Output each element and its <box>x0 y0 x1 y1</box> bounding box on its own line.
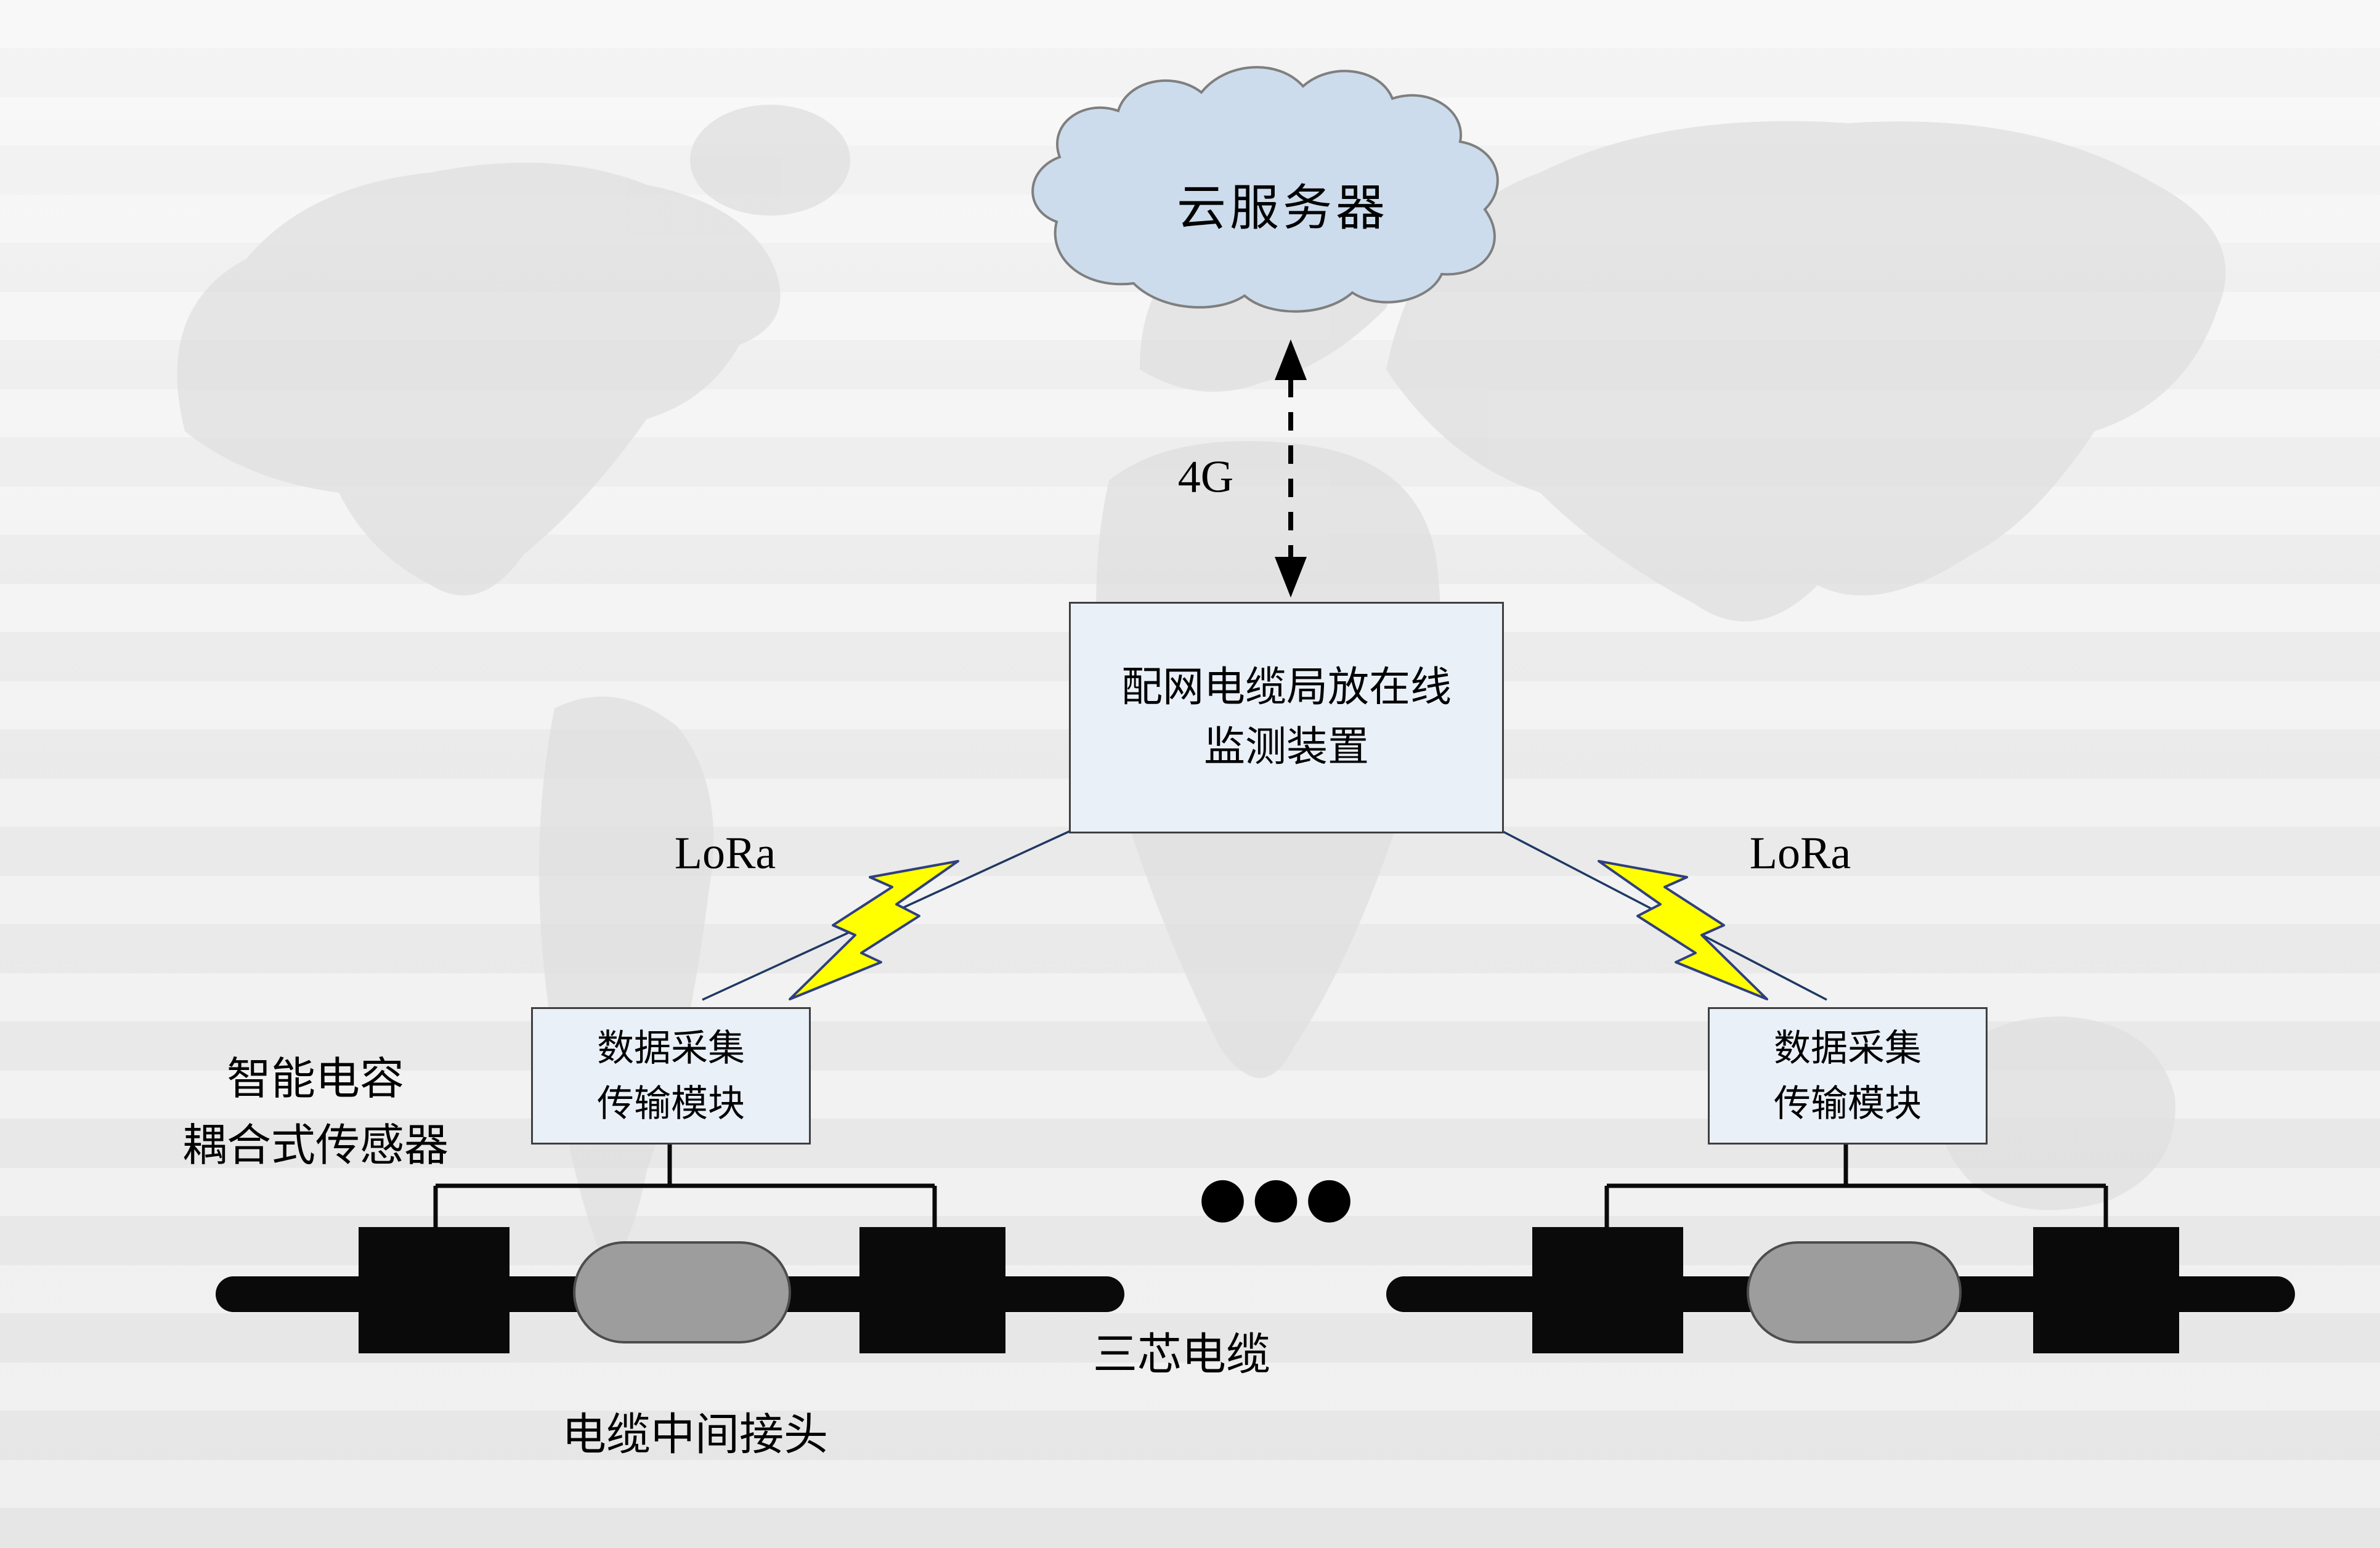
lora-label-right: LoRa <box>1749 828 1851 879</box>
map-north-america <box>177 163 781 596</box>
cable-joint-right <box>1747 1241 1962 1343</box>
arrow-down-head <box>1275 557 1307 598</box>
arrow-up-head <box>1275 339 1307 380</box>
data-module-box-right: 数据采集 传输模块 <box>1708 1007 1988 1145</box>
data-module-left-line2: 传输模块 <box>597 1083 745 1124</box>
data-module-right-line2: 传输模块 <box>1774 1083 1922 1124</box>
cable-joint-left <box>573 1241 791 1343</box>
map-asia <box>1386 121 2226 622</box>
data-module-right-line1: 数据采集 <box>1774 1027 1922 1069</box>
link-4g-arrow <box>1275 339 1307 598</box>
link-4g-label: 4G <box>1177 452 1234 503</box>
cable-assembly-right <box>1386 1227 2295 1353</box>
sensor-right-a <box>1532 1227 1683 1353</box>
cable-assembly-left <box>216 1227 1124 1353</box>
module-cable-connector-left <box>433 1141 937 1235</box>
sensor-left-b <box>859 1227 1005 1353</box>
sensor-right-b <box>2033 1227 2179 1353</box>
cable-label: 三芯电缆 <box>1092 1330 1271 1380</box>
data-module-left-line1: 数据采集 <box>597 1027 745 1069</box>
cloud-server-label: 云服务器 <box>1177 182 1389 236</box>
lora-label-left: LoRa <box>674 828 776 879</box>
joint-label: 电缆中间接头 <box>561 1410 829 1460</box>
monitor-device-box: 配网电缆局放在线 监测装置 <box>1069 602 1504 833</box>
lightning-bolt-right-icon <box>1598 860 1768 1000</box>
monitor-device-line1: 配网电缆局放在线 <box>1121 664 1452 710</box>
map-australia <box>1938 1016 2175 1210</box>
map-greenland <box>690 105 850 216</box>
sensor-label: 智能电容 耦合式传感器 <box>182 1046 449 1179</box>
sensor-label-line1: 智能电容 <box>226 1055 405 1104</box>
monitor-device-line2: 监测装置 <box>1204 724 1369 770</box>
sensor-label-line2: 耦合式传感器 <box>182 1121 449 1170</box>
ellipsis-dots: ●●● <box>1198 1164 1359 1230</box>
module-cable-connector-right <box>1604 1141 2108 1235</box>
data-module-box-left: 数据采集 传输模块 <box>531 1007 811 1145</box>
cloud-shape <box>1031 66 1499 313</box>
lightning-bolt-left-icon <box>789 860 959 1000</box>
sensor-left-a <box>359 1227 510 1353</box>
